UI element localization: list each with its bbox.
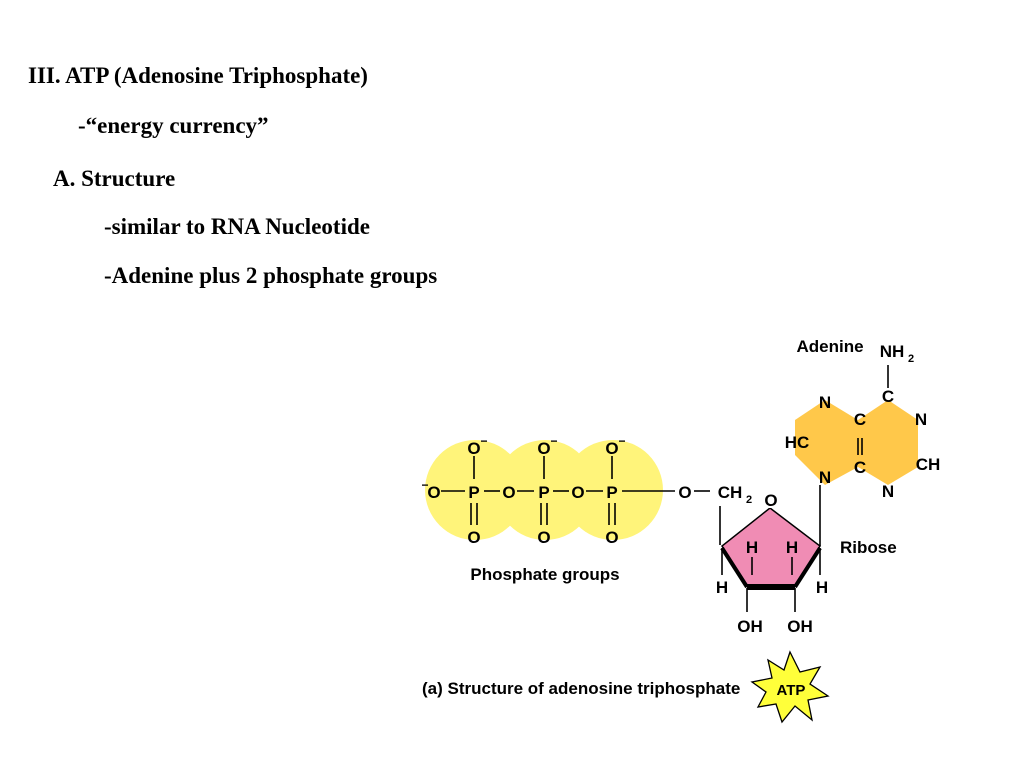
- ribose-label: Ribose: [840, 538, 897, 557]
- atp-badge: ATP: [750, 650, 830, 724]
- svg-text:N: N: [915, 410, 927, 429]
- svg-text:N: N: [882, 482, 894, 501]
- svg-text:H: H: [786, 538, 798, 557]
- svg-text:O: O: [502, 483, 515, 502]
- svg-text:C: C: [882, 387, 894, 406]
- svg-text:P: P: [606, 483, 617, 502]
- svg-text:CH: CH: [718, 483, 743, 502]
- svg-text:P: P: [468, 483, 479, 502]
- phosphate-bonds: [441, 456, 710, 525]
- svg-text:2: 2: [908, 353, 914, 365]
- svg-text:CH: CH: [916, 455, 941, 474]
- svg-text:O: O: [467, 439, 480, 458]
- svg-text:O: O: [571, 483, 584, 502]
- svg-text:O: O: [537, 439, 550, 458]
- section-heading: A. Structure: [53, 166, 176, 191]
- svg-text:NH: NH: [880, 342, 905, 361]
- bullet-item: -similar to RNA Nucleotide: [104, 214, 370, 239]
- svg-text:O: O: [467, 528, 480, 547]
- phosphate-groups: [425, 440, 663, 540]
- svg-text:2: 2: [746, 494, 752, 506]
- svg-text:O: O: [764, 491, 777, 510]
- svg-text:O: O: [678, 483, 691, 502]
- svg-text:H: H: [816, 578, 828, 597]
- svg-text:O: O: [427, 483, 440, 502]
- svg-text:O: O: [537, 528, 550, 547]
- bullet-item: -Adenine plus 2 phosphate groups: [104, 263, 438, 288]
- svg-text:−: −: [550, 434, 557, 448]
- svg-text:O: O: [605, 439, 618, 458]
- adenine-label: Adenine: [796, 337, 863, 356]
- svg-text:−: −: [421, 478, 428, 492]
- atp-badge-label: ATP: [777, 682, 806, 699]
- svg-text:H: H: [716, 578, 728, 597]
- svg-text:OH: OH: [787, 617, 813, 636]
- svg-text:−: −: [480, 434, 487, 448]
- slide-subheading: -“energy currency”: [78, 113, 269, 138]
- svg-text:N: N: [819, 393, 831, 412]
- svg-text:P: P: [538, 483, 549, 502]
- svg-text:OH: OH: [737, 617, 763, 636]
- phosphate-groups-label: Phosphate groups: [470, 565, 619, 584]
- svg-text:−: −: [618, 434, 625, 448]
- adenine-base: [795, 365, 918, 485]
- phosphate-circle-1: [425, 440, 525, 540]
- svg-text:N: N: [819, 468, 831, 487]
- phosphate-circle-3: [563, 440, 663, 540]
- svg-text:C: C: [854, 410, 866, 429]
- slide-heading: III. ATP (Adenosine Triphosphate): [28, 63, 368, 88]
- svg-text:HC: HC: [785, 433, 810, 452]
- ribose-sugar: [719, 485, 822, 612]
- svg-text:O: O: [605, 528, 618, 547]
- svg-text:H: H: [746, 538, 758, 557]
- ribose-atoms: O H H H H OH OH: [716, 490, 828, 636]
- figure-caption: (a) Structure of adenosine triphosphate: [422, 679, 740, 698]
- svg-text:C: C: [854, 458, 866, 477]
